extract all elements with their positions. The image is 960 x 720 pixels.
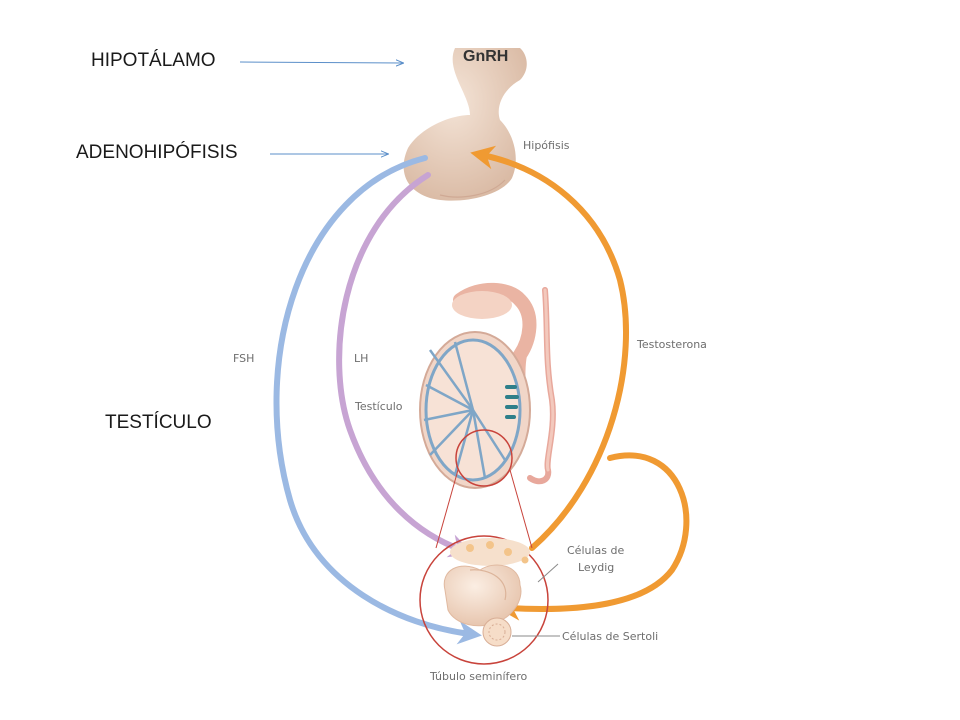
testosterone-label: Testosterona <box>636 338 707 351</box>
testosterone-feedback-arrow <box>470 145 629 551</box>
tubule-label: Túbulo seminífero <box>429 670 527 683</box>
leydig-label-line2: Leydig <box>578 561 614 574</box>
testosterone-local-arrow <box>496 452 690 621</box>
testicle-caption-label: TESTÍCULO <box>105 412 212 433</box>
testicle-illustration <box>419 282 556 549</box>
sertoli-label: Células de Sertoli <box>562 630 658 643</box>
hypothalamus-indicator-line <box>239 62 403 63</box>
adenohypophysis-label: ADENOHIPÓFISIS <box>76 142 238 163</box>
fsh-arrow <box>273 155 482 645</box>
seminiferous-tubule-illustration <box>419 535 560 665</box>
gnrh-label: GnRH <box>463 48 508 65</box>
lh-label: LH <box>354 352 368 365</box>
fsh-label: FSH <box>233 352 254 365</box>
hypothalamus-label: HIPOTÁLAMO <box>91 50 216 71</box>
leydig-label-line1: Células de <box>567 544 624 557</box>
testicle-label: Testículo <box>354 400 403 413</box>
pituitary-label: Hipófisis <box>523 139 570 152</box>
lh-arrow <box>336 172 474 558</box>
